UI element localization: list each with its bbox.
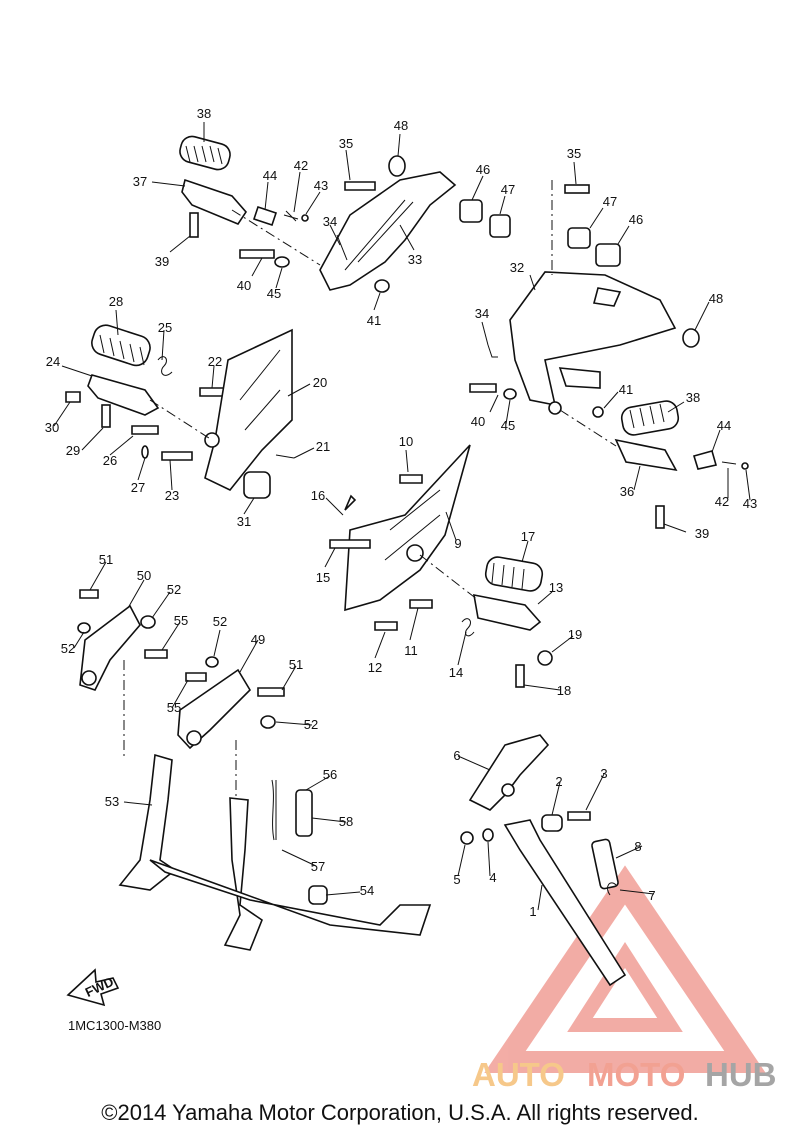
watermark-moto: MOTO: [587, 1056, 685, 1093]
callout-47: 47: [501, 182, 515, 197]
callout-12: 12: [368, 660, 382, 675]
callout-18: 18: [557, 683, 571, 698]
callout-42: 42: [294, 158, 308, 173]
callout-11: 11: [404, 643, 418, 658]
callout-9: 9: [454, 536, 461, 551]
callout-46: 46: [629, 212, 643, 227]
callout-5: 5: [453, 872, 460, 887]
passenger-footrest-left-group: [65, 324, 295, 499]
callout-40: 40: [237, 278, 251, 293]
callout-14: 14: [449, 665, 463, 680]
watermark-hub: HUB: [705, 1056, 777, 1093]
callout-51: 51: [289, 657, 303, 672]
callout-30: 30: [45, 420, 59, 435]
watermark-logo: AUTO MOTO HUB: [472, 1056, 777, 1093]
side-stand-group: [460, 734, 627, 987]
callout-52: 52: [167, 582, 181, 597]
callout-57: 57: [311, 859, 325, 874]
callout-16: 16: [311, 488, 325, 503]
callout-53: 53: [105, 794, 119, 809]
callout-52: 52: [213, 614, 227, 629]
callout-22: 22: [208, 354, 222, 369]
callout-50: 50: [137, 568, 151, 583]
callout-45: 45: [267, 286, 281, 301]
callout-28: 28: [109, 294, 123, 309]
callout-24: 24: [46, 354, 60, 369]
rider-footrest-right-group: [469, 180, 749, 529]
callout-8: 8: [634, 839, 641, 854]
callout-3: 3: [600, 766, 607, 781]
callout-29: 29: [66, 443, 80, 458]
callout-51: 51: [99, 552, 113, 567]
callout-48: 48: [709, 291, 723, 306]
rider-footrest-left-group: [179, 135, 511, 293]
callout-34: 34: [323, 214, 337, 229]
callout-20: 20: [313, 375, 327, 390]
passenger-footrest-right-group: [329, 444, 553, 688]
leader-lines: [53, 122, 751, 911]
callout-labels: 3837394442433548464734334045413547463248…: [45, 106, 757, 919]
callout-36: 36: [620, 484, 634, 499]
callout-38: 38: [686, 390, 700, 405]
callout-55: 55: [167, 700, 181, 715]
callout-33: 33: [408, 252, 422, 267]
callout-41: 41: [367, 313, 381, 328]
callout-10: 10: [399, 434, 413, 449]
callout-15: 15: [316, 570, 330, 585]
callout-44: 44: [263, 168, 277, 183]
callout-41: 41: [619, 382, 633, 397]
watermark-triangle: [484, 865, 766, 1073]
callout-38: 38: [197, 106, 211, 121]
callout-26: 26: [103, 453, 117, 468]
callout-58: 58: [339, 814, 353, 829]
callout-1: 1: [529, 904, 536, 919]
callout-37: 37: [133, 174, 147, 189]
callout-4: 4: [489, 870, 496, 885]
callout-2: 2: [555, 774, 562, 789]
callout-39: 39: [695, 526, 709, 541]
callout-7: 7: [648, 888, 655, 903]
fwd-arrow-icon: FWD: [66, 968, 120, 1007]
callout-54: 54: [360, 883, 374, 898]
callout-52: 52: [304, 717, 318, 732]
callout-27: 27: [131, 480, 145, 495]
callout-32: 32: [510, 260, 524, 275]
callout-55: 55: [174, 613, 188, 628]
callout-47: 47: [603, 194, 617, 209]
callout-21: 21: [316, 439, 330, 454]
callout-23: 23: [165, 488, 179, 503]
main-stand-group: [77, 589, 432, 951]
watermark-auto: AUTO: [472, 1056, 565, 1093]
callout-45: 45: [501, 418, 515, 433]
callout-19: 19: [568, 627, 582, 642]
callout-13: 13: [549, 580, 563, 595]
callout-35: 35: [567, 146, 581, 161]
callout-43: 43: [743, 496, 757, 511]
callout-56: 56: [323, 767, 337, 782]
callout-52: 52: [61, 641, 75, 656]
callout-34: 34: [475, 306, 489, 321]
callout-44: 44: [717, 418, 731, 433]
callout-49: 49: [251, 632, 265, 647]
callout-48: 48: [394, 118, 408, 133]
callout-46: 46: [476, 162, 490, 177]
callout-25: 25: [158, 320, 172, 335]
copyright-notice: ©2014 Yamaha Motor Corporation, U.S.A. A…: [101, 1100, 699, 1125]
callout-43: 43: [314, 178, 328, 193]
callout-17: 17: [521, 529, 535, 544]
callout-42: 42: [715, 494, 729, 509]
callout-40: 40: [471, 414, 485, 429]
callout-39: 39: [155, 254, 169, 269]
callout-6: 6: [453, 748, 460, 763]
callout-31: 31: [237, 514, 251, 529]
callout-35: 35: [339, 136, 353, 151]
part-code: 1MC1300-M380: [68, 1018, 162, 1033]
